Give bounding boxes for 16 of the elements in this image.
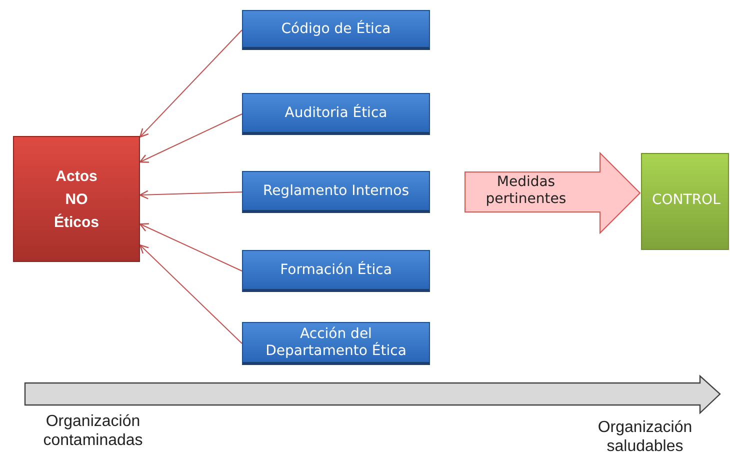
- block-arrow: [464, 152, 641, 234]
- arrow: [139, 114, 242, 163]
- axis-label: Organización saludables: [596, 418, 694, 456]
- process-box: Código de Ética: [242, 10, 430, 50]
- process-box: Formación Ética: [242, 250, 430, 292]
- arrow: [139, 30, 242, 138]
- arrow: [139, 244, 242, 344]
- axis-label: Organización contaminadas: [42, 412, 144, 450]
- process-box: Reglamento Internos: [242, 171, 430, 213]
- result-box: CONTROL: [641, 153, 729, 250]
- arrow: [139, 190, 242, 200]
- arrow: [139, 223, 242, 272]
- edge-label: Medidas pertinentes: [484, 174, 568, 208]
- action-box: Actos NO Éticos: [13, 136, 140, 262]
- process-box: Auditoria Ética: [242, 93, 430, 135]
- process-box: Acción del Departamento Ética: [242, 322, 430, 365]
